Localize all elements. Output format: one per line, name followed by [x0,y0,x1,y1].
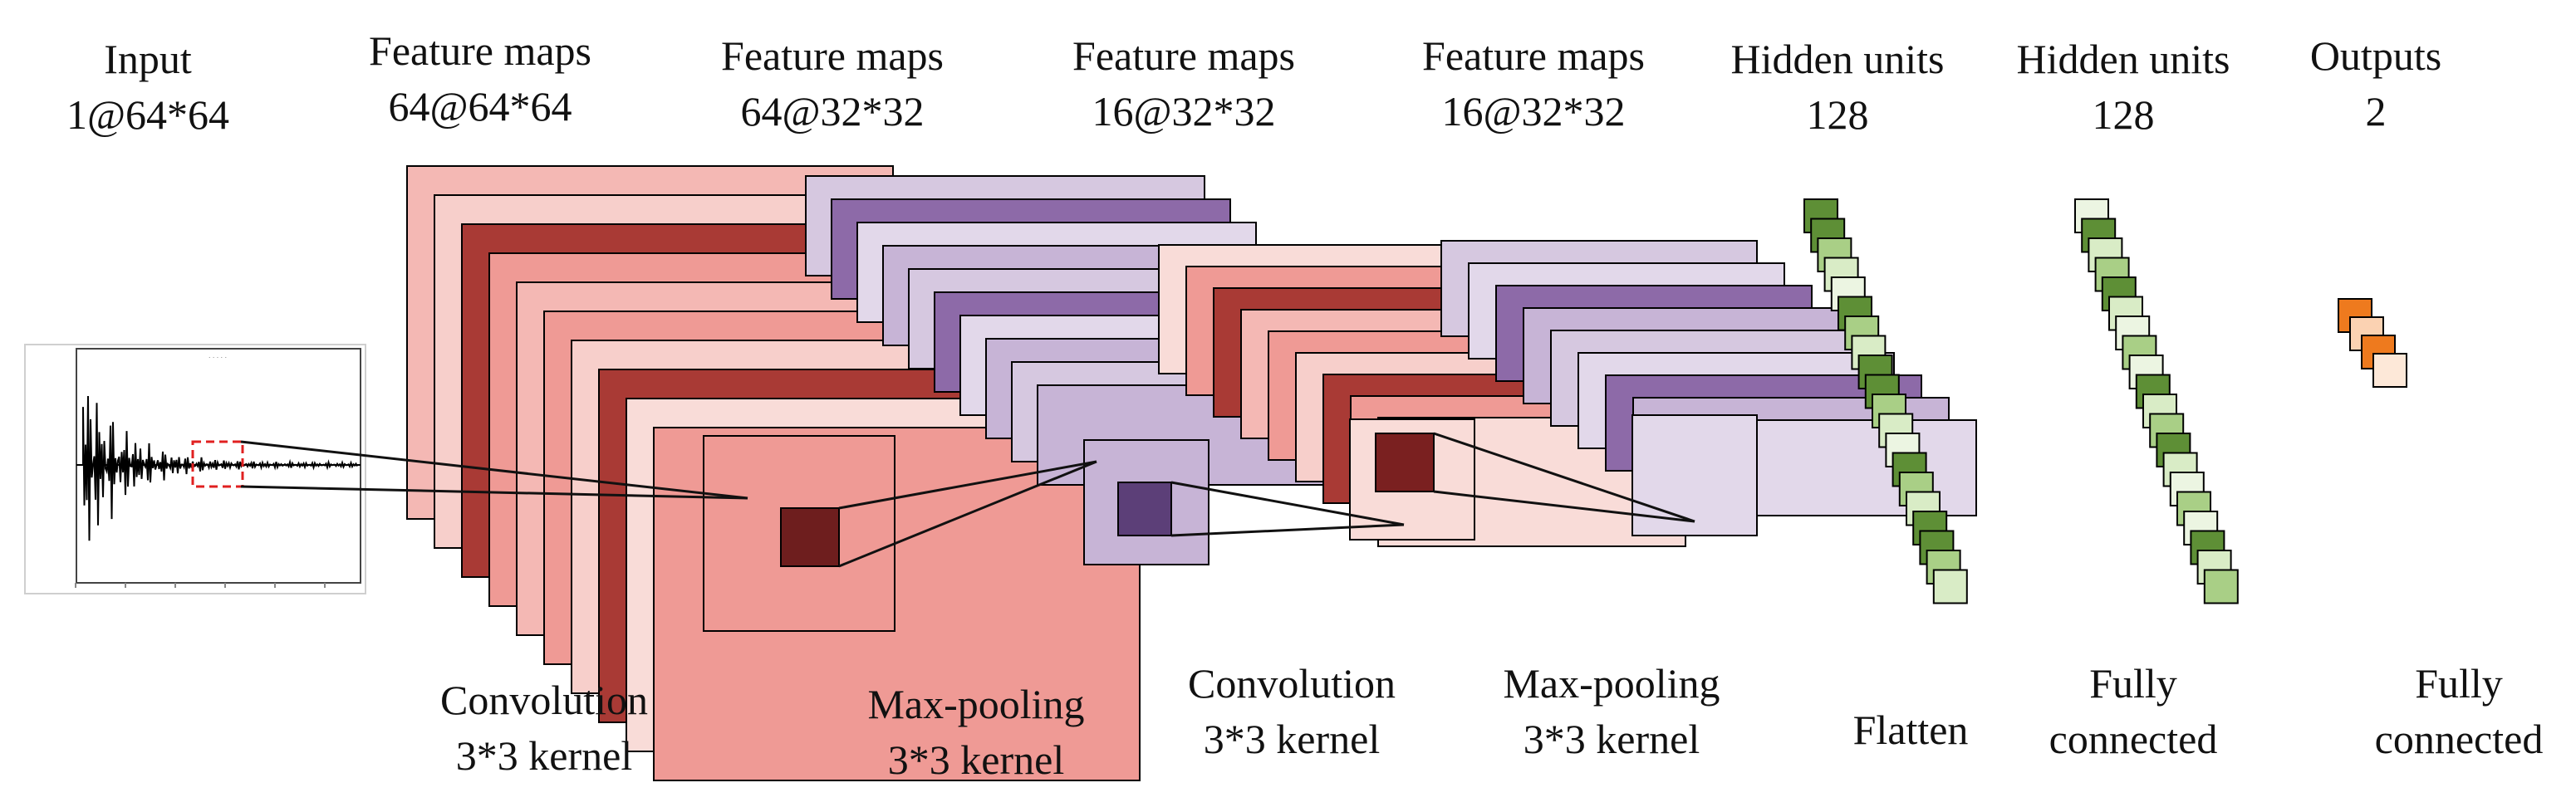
conv1-kernel-square [780,507,840,567]
op-fc2-line2: connected [2375,716,2544,762]
conv2-kernel-square [1375,433,1435,492]
op-pool2-line2: 3*3 kernel [1524,716,1700,762]
hidden-unit [2203,569,2239,604]
stage-hidden1-dims: 128 [1807,91,1869,138]
stage-outputs-dims: 2 [2366,88,2387,135]
stage-input-title: Input [104,36,192,82]
projection-lines [240,432,1695,568]
op-pool1-line1: Max-pooling [867,681,1084,727]
op-pool2-line1: Max-pooling [1503,660,1720,707]
stage-conv1-title: Feature maps [369,27,591,74]
op-fc1-line1: Fully [2089,660,2177,707]
stage-labels: Input 1@64*64 Feature maps 64@64*64 Feat… [66,27,2441,138]
stage-input-dims: 1@64*64 [66,91,229,138]
op-fc1-line2: connected [2049,716,2218,762]
op-conv2-line2: 3*3 kernel [1204,716,1380,762]
stage-outputs-title: Outputs [2310,32,2441,79]
output-unit [2361,335,2396,369]
stage-pool2-title: Feature maps [1422,32,1645,79]
op-conv2-line1: Convolution [1188,660,1396,707]
stage-pool1-title: Feature maps [721,32,944,79]
plot-title-tiny: · · · · · [209,354,227,361]
hidden-units-2-column [2074,198,2239,604]
stage-pool1-dims: 64@32*32 [740,88,924,135]
op-conv1-line2: 3*3 kernel [456,732,632,779]
op-fc2-line1: Fully [2415,660,2503,707]
operation-labels: Convolution 3*3 kernel Max-pooling 3*3 k… [440,660,2543,783]
hidden-units-1-column [1803,198,1968,604]
dashed-selection-box [191,440,244,488]
stage-conv2-title: Feature maps [1072,32,1295,79]
stage-conv1-dims: 64@64*64 [388,83,572,130]
stage-hidden2-dims: 128 [2093,91,2155,138]
input-waveform-plot: · · · · · [24,344,366,594]
output-unit [2372,353,2407,388]
stage-pool2-dims: 16@32*32 [1441,88,1625,135]
stage-hidden2-title: Hidden units [2017,36,2230,82]
op-conv1-line1: Convolution [440,677,648,723]
op-flatten-line1: Flatten [1853,707,1969,753]
output-units-column [2338,298,2407,388]
op-pool1-line2: 3*3 kernel [888,736,1064,783]
hidden-unit [1932,569,1968,604]
stage-conv2-dims: 16@32*32 [1092,88,1275,135]
plot-ticks [75,583,326,588]
pool1-kernel-square [1117,482,1172,536]
stage-hidden1-title: Hidden units [1731,36,1945,82]
